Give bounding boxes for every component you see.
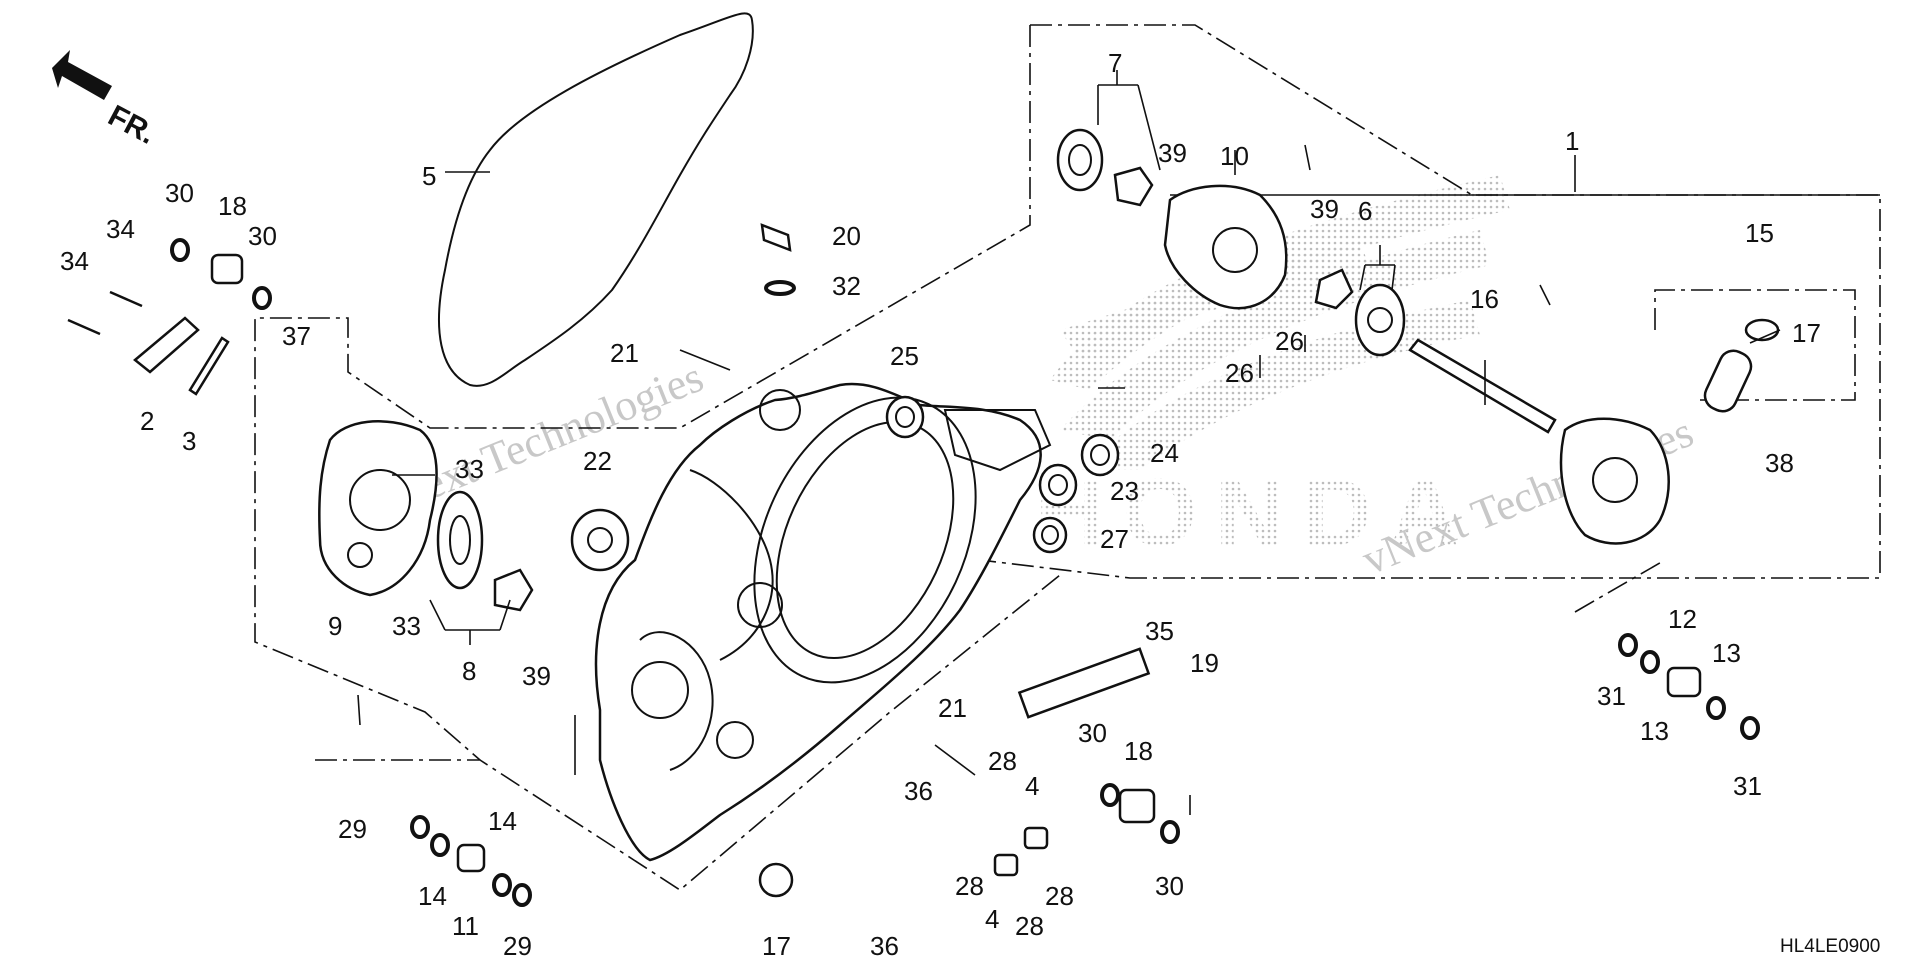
callout-34-b: 34 (60, 246, 89, 276)
oil-pump-left (318, 420, 630, 612)
callout-21-b: 21 (938, 693, 967, 723)
callout-9: 9 (328, 611, 342, 641)
callout-14-a: 14 (488, 806, 517, 836)
callout-4-b: 4 (985, 904, 999, 934)
callout-8: 8 (462, 656, 476, 686)
callout-17-b: 17 (762, 931, 791, 960)
small-parts (67, 223, 1760, 907)
callout-38: 38 (1765, 448, 1794, 478)
callout-39-c: 39 (522, 661, 551, 691)
callout-13-a: 13 (1640, 716, 1669, 746)
callout-36-a: 36 (904, 776, 933, 806)
callout-26-a: 26 (1275, 326, 1304, 356)
callout-27: 27 (1100, 524, 1129, 554)
callout-18-a: 18 (218, 191, 247, 221)
svg-text:HONDA: HONDA (1035, 459, 1477, 566)
crankcase-gasket (438, 12, 754, 387)
callout-6: 6 (1358, 196, 1372, 226)
callout-20: 20 (832, 221, 861, 251)
callout-30-d: 30 (1155, 871, 1184, 901)
callout-28-d: 28 (1015, 911, 1044, 941)
callout-11: 11 (452, 911, 479, 941)
callout-37: 37 (282, 321, 311, 351)
callout-13-b: 13 (1712, 638, 1741, 668)
callout-7: 7 (1108, 48, 1122, 78)
callout-10: 10 (1220, 141, 1249, 171)
callout-16: 16 (1470, 284, 1499, 314)
callout-35: 35 (1145, 616, 1174, 646)
callout-39-b: 39 (1310, 194, 1339, 224)
callout-5: 5 (422, 161, 436, 191)
callout-25: 25 (890, 341, 919, 371)
oil-pump-right (1559, 318, 1780, 545)
oil-pump-upper (1056, 128, 1406, 357)
callout-21-a: 21 (610, 338, 639, 368)
pump-shaft (1408, 338, 1557, 434)
callout-32: 32 (832, 271, 861, 301)
callout-30-a: 30 (165, 178, 194, 208)
callout-29-a: 29 (338, 814, 367, 844)
callout-39-a: 39 (1158, 138, 1187, 168)
callout-28-c: 28 (1045, 881, 1074, 911)
callout-3: 3 (182, 426, 196, 456)
callout-30-b: 30 (248, 221, 277, 251)
callout-28-a: 28 (988, 746, 1017, 776)
callouts: 1 2 3 4 4 5 6 7 8 9 10 11 12 13 13 14 14… (60, 48, 1821, 961)
callout-29-b: 29 (503, 931, 532, 960)
callout-36-b: 36 (870, 931, 899, 960)
callout-33-a: 33 (455, 454, 484, 484)
bearings (885, 395, 1120, 554)
callout-17-a: 17 (1792, 318, 1821, 348)
callout-18-b: 18 (1124, 736, 1153, 766)
callout-15: 15 (1745, 218, 1774, 248)
figure-code: HL4LE0900 (1780, 936, 1880, 957)
callout-34-a: 34 (106, 214, 135, 244)
assembly-boundaries (254, 24, 1881, 891)
callout-33-b: 33 (392, 611, 421, 641)
callout-1: 1 (1565, 126, 1579, 156)
leader-lines (357, 70, 1781, 815)
callout-2: 2 (140, 406, 154, 436)
callout-14-b: 14 (418, 881, 447, 911)
callout-31-b: 31 (1733, 771, 1762, 801)
front-label: FR. (103, 99, 161, 151)
callout-28-b: 28 (955, 871, 984, 901)
callout-22: 22 (583, 446, 612, 476)
front-direction-marker: FR. (52, 50, 161, 151)
crankcase-cover (594, 382, 1052, 862)
callout-4-a: 4 (1025, 771, 1039, 801)
callout-23: 23 (1110, 476, 1139, 506)
callout-31-a: 31 (1597, 681, 1626, 711)
callout-12: 12 (1668, 604, 1697, 634)
front-arrow-icon (52, 50, 112, 100)
callout-26-b: 26 (1225, 358, 1254, 388)
callout-19: 19 (1190, 648, 1219, 678)
callout-24: 24 (1150, 438, 1179, 468)
callout-30-c: 30 (1078, 718, 1107, 748)
